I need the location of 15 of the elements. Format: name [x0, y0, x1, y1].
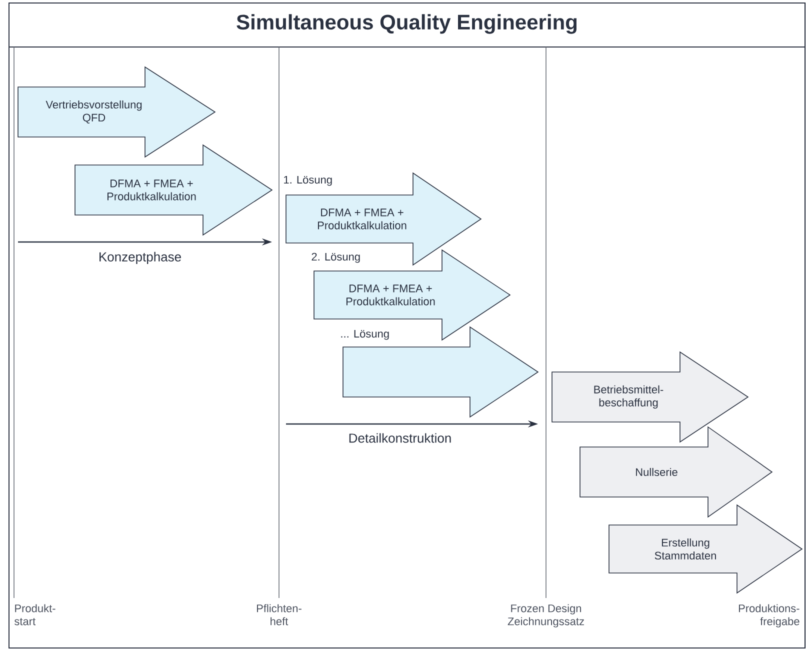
arrow-heading: ... Lösung — [341, 330, 389, 340]
milestone-label: Produkt- start — [14, 604, 56, 626]
step-box: DFMA + FMEA + Produktkalkulation — [74, 144, 273, 236]
arrow-heading: 1. Lösung — [284, 176, 332, 186]
title: Simultaneous Quality Engineering — [236, 14, 577, 34]
phase-label: Konzeptphase — [100, 252, 181, 264]
milestone-label: Frozen Design Zeichnungssatz — [508, 604, 584, 628]
milestone-label: Pflichten- heft — [257, 604, 302, 626]
step-box: Erstellung Stammdaten — [608, 504, 803, 594]
phase-label: Detailkonstruktion — [349, 433, 451, 443]
arrow-heading: 2. Lösung — [312, 252, 360, 263]
step-box: Nullserie — [580, 426, 773, 518]
step-box: Betriebsmittel- beschaffung — [552, 351, 749, 443]
milestone-label: Produktions- freigabe — [738, 604, 800, 628]
step-box: Vertriebsvorstellung QFD — [18, 66, 216, 158]
